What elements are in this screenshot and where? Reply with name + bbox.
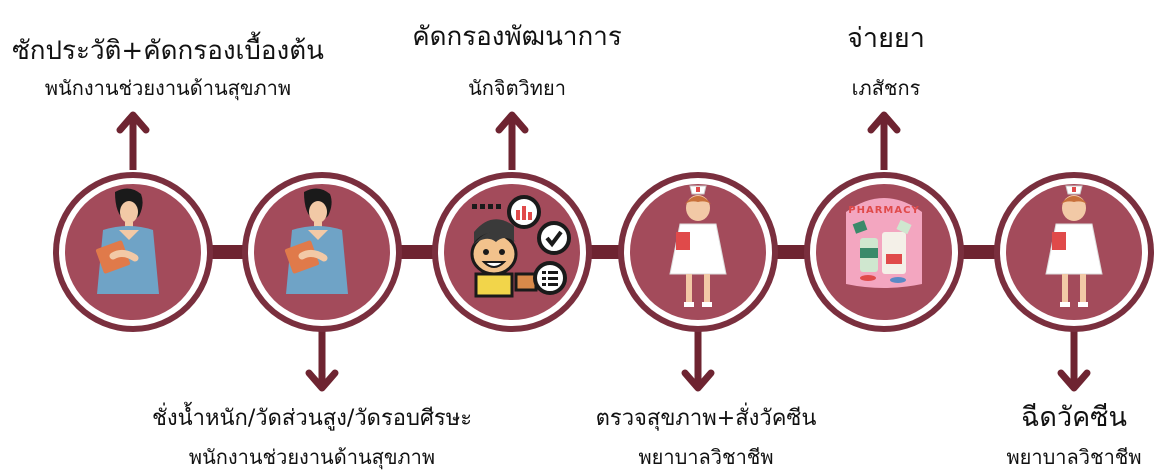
pharmacy-badge-text: PHARMACY (848, 205, 920, 216)
healthworker-clipboard-icon (284, 188, 348, 294)
step-3-title: คัดกรองพัฒนาการ (412, 22, 622, 52)
arrow-up-step-5 (867, 111, 901, 170)
arrow-down-step-6 (1057, 330, 1091, 392)
step-4-title: ตรวจสุขภาพ+สั่งวัคซีน (595, 406, 817, 431)
child-development-icon (470, 195, 571, 298)
arrow-up-step-3 (495, 111, 529, 170)
step-2-role: พนักงานช่วยงานด้านสุขภาพ (188, 445, 436, 469)
nurse-icon (1045, 185, 1103, 307)
step-4-role: พยาบาลวิชาชีพ (638, 445, 774, 469)
step-5-role: เภสัชกร (851, 76, 921, 100)
nurse-icon (669, 185, 727, 307)
healthworker-clipboard-icon (95, 188, 159, 294)
arrow-up-step-1 (116, 111, 150, 170)
step-5-title: จ่ายยา (847, 23, 925, 54)
pharmacy-icon (846, 198, 922, 288)
step-3-role: นักจิตวิทยา (468, 76, 566, 100)
step-6-role: พยาบาลวิชาชีพ (1006, 445, 1142, 469)
step-6-title: ฉีดวัคซีน (1021, 402, 1127, 433)
arrow-down-step-2 (305, 330, 339, 392)
step-1-role: พนักงานช่วยงานด้านสุขภาพ (44, 76, 292, 100)
step-1-title: ซักประวัติ+คัดกรองเบื้องต้น (12, 36, 324, 66)
arrow-down-step-4 (681, 330, 715, 392)
step-2-title: ชั่งน้ำหนัก/วัดส่วนสูง/วัดรอบศีรษะ (151, 406, 473, 431)
